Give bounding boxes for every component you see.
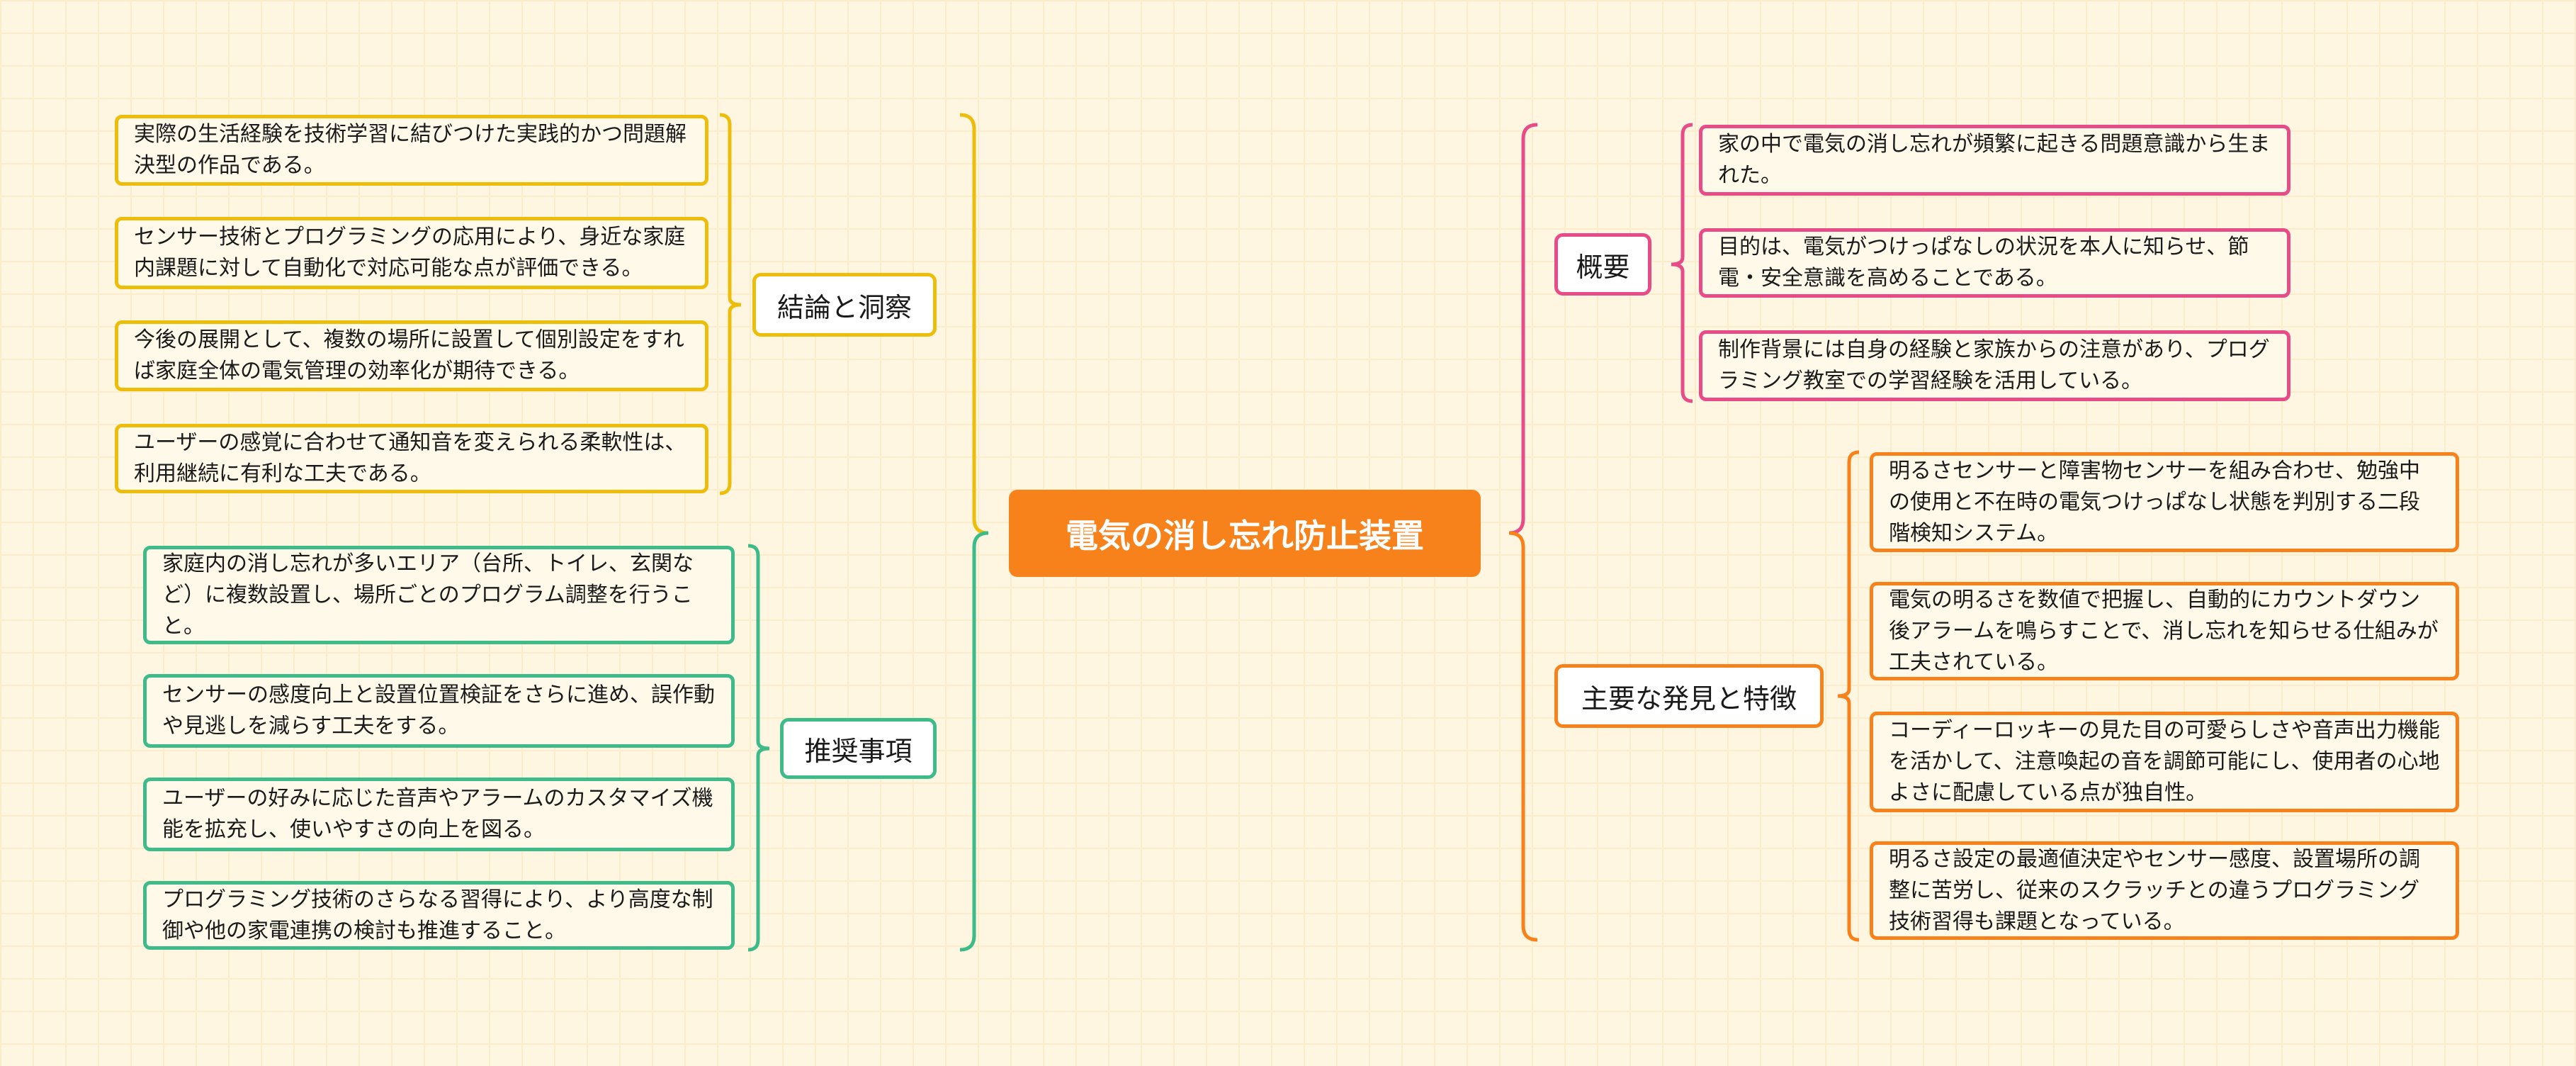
finding-item[interactable]: 明るさセンサーと障害物センサーを組み合わせ、勉強中の使用と不在時の電気つけっぱな…: [1870, 452, 2459, 552]
brace-recommend: [747, 544, 770, 952]
recommendation-item[interactable]: ユーザーの好みに応じた音声やアラームのカスタマイズ機能を拡充し、使いやすさの向上…: [143, 778, 735, 851]
recommendation-item[interactable]: プログラミング技術のさらなる習得により、より高度な制御や他の家電連携の検討も推進…: [143, 881, 735, 950]
brace-overview-main: [1508, 123, 1538, 535]
brace-findings-main: [1508, 531, 1538, 942]
topic-recommendations[interactable]: 推奨事項: [780, 718, 937, 779]
overview-item[interactable]: 目的は、電気がつけっぱなしの状況を本人に知らせ、節電・安全意識を高めることである…: [1699, 228, 2290, 298]
topic-findings[interactable]: 主要な発見と特徴: [1554, 664, 1824, 728]
brace-overview: [1671, 123, 1693, 403]
finding-item[interactable]: 電気の明るさを数値で把握し、自動的にカウントダウン後アラームを鳴らすことで、消し…: [1870, 582, 2459, 680]
finding-item[interactable]: 明るさ設定の最適値決定やセンサー感度、設置場所の調整に苦労し、従来のスクラッチと…: [1870, 841, 2459, 940]
central-topic[interactable]: 電気の消し忘れ防止装置: [1009, 490, 1481, 577]
conclusion-item[interactable]: 今後の展開として、複数の場所に設置して個別設定をすれば家庭全体の電気管理の効率化…: [115, 320, 708, 391]
brace-findings: [1837, 450, 1860, 942]
brace-conclusion: [719, 113, 742, 495]
topic-conclusion[interactable]: 結論と洞察: [752, 273, 937, 337]
conclusion-item[interactable]: ユーザーの感覚に合わせて通知音を変えられる柔軟性は、利用継続に有利な工夫である。: [115, 424, 708, 493]
topic-overview[interactable]: 概要: [1554, 233, 1651, 296]
finding-item[interactable]: コーディーロッキーの見た目の可愛らしさや音声出力機能を活かして、注意喚起の音を調…: [1870, 712, 2459, 812]
conclusion-item[interactable]: センサー技術とプログラミングの応用により、身近な家庭内課題に対して自動化で対応可…: [115, 217, 708, 289]
recommendation-item[interactable]: センサーの感度向上と設置位置検証をさらに進め、誤作動や見逃しを減らす工夫をする。: [143, 674, 735, 748]
recommendation-item[interactable]: 家庭内の消し忘れが多いエリア（台所、トイレ、玄関など）に複数設置し、場所ごとのプ…: [143, 546, 735, 644]
brace-conclusion-main: [959, 113, 989, 535]
brace-recommend-main: [959, 531, 989, 952]
overview-item[interactable]: 制作背景には自身の経験と家族からの注意があり、プログラミング教室での学習経験を活…: [1699, 330, 2290, 401]
overview-item[interactable]: 家の中で電気の消し忘れが頻繁に起きる問題意識から生まれた。: [1699, 125, 2290, 196]
conclusion-item[interactable]: 実際の生活経験を技術学習に結びつけた実践的かつ問題解決型の作品である。: [115, 115, 708, 186]
